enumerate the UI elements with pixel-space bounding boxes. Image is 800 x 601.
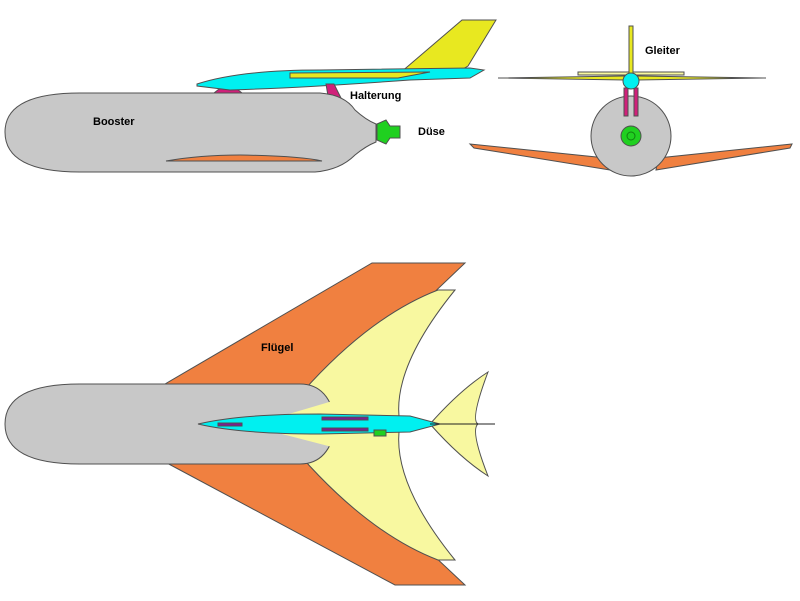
label-gleiter: Gleiter bbox=[645, 45, 680, 57]
top-mount-strut-front bbox=[217, 422, 243, 427]
front-mount-strut-right bbox=[633, 87, 639, 117]
side-booster-wing bbox=[165, 154, 323, 162]
label-booster: Booster bbox=[93, 116, 135, 128]
front-glider-fuselage bbox=[622, 72, 640, 90]
side-view bbox=[4, 19, 497, 173]
side-glider-fuselage bbox=[196, 67, 486, 91]
label-duese: Düse bbox=[418, 126, 445, 138]
top-nozzle bbox=[373, 429, 387, 437]
top-view bbox=[4, 262, 495, 586]
front-nozzle-inner bbox=[626, 131, 636, 141]
label-fluegel: Flügel bbox=[261, 342, 294, 354]
side-booster-body bbox=[4, 92, 377, 173]
front-view bbox=[468, 25, 793, 177]
side-glider-tail-fin bbox=[398, 19, 497, 74]
side-nozzle bbox=[376, 119, 401, 145]
label-halterung: Halterung bbox=[350, 90, 402, 102]
front-mount-strut-left bbox=[623, 87, 629, 117]
front-glider-fin bbox=[628, 25, 634, 75]
top-mount-strut-rear-2 bbox=[321, 427, 369, 432]
side-glider-wing bbox=[289, 71, 431, 79]
front-booster-wing-left bbox=[468, 143, 611, 171]
front-booster-wing-right bbox=[655, 143, 793, 171]
top-mount-strut-rear-1 bbox=[321, 416, 369, 421]
